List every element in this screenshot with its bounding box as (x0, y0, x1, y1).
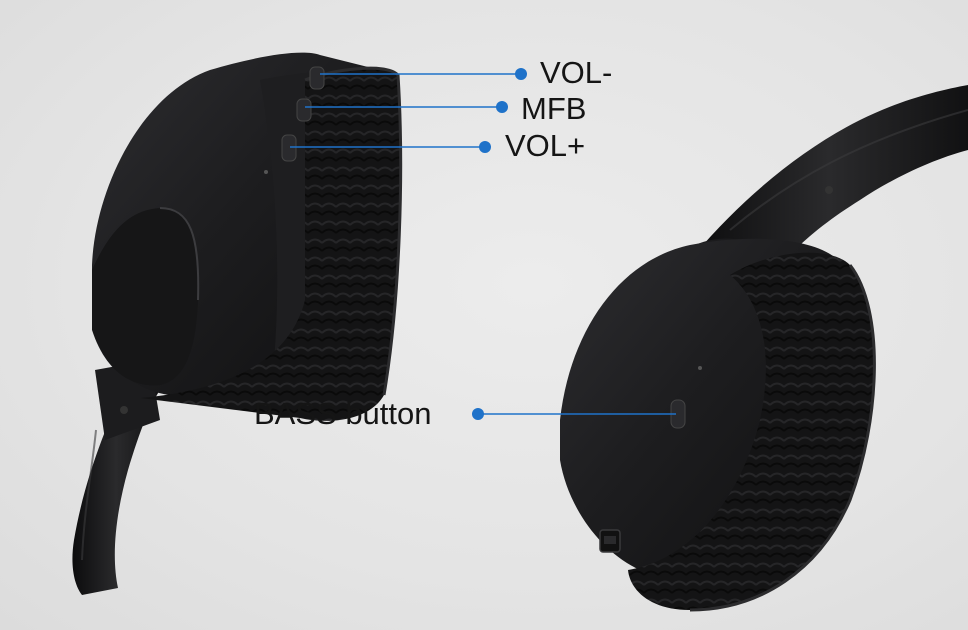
callout-dot (479, 141, 491, 153)
led-indicator (264, 170, 268, 174)
vol-plus-label: VOL+ (505, 128, 586, 163)
callout-dot (515, 68, 527, 80)
left-earcup (72, 52, 403, 595)
mfb-label: MFB (521, 91, 587, 126)
callout-dot (472, 408, 484, 420)
right-led-indicator (698, 366, 702, 370)
vol-minus-label: VOL- (540, 55, 613, 90)
vol-minus-button[interactable] (309, 66, 325, 90)
callout-lines (290, 68, 676, 420)
right-earcup (560, 85, 968, 612)
bass-button-label: BASS button (254, 396, 432, 431)
left-headband-arm (72, 375, 160, 595)
left-ear-cushion (140, 68, 401, 421)
vol-plus-button[interactable] (281, 134, 297, 162)
right-ear-cushion (628, 252, 875, 610)
callout-dot (496, 101, 508, 113)
mfb-button[interactable] (296, 98, 312, 122)
